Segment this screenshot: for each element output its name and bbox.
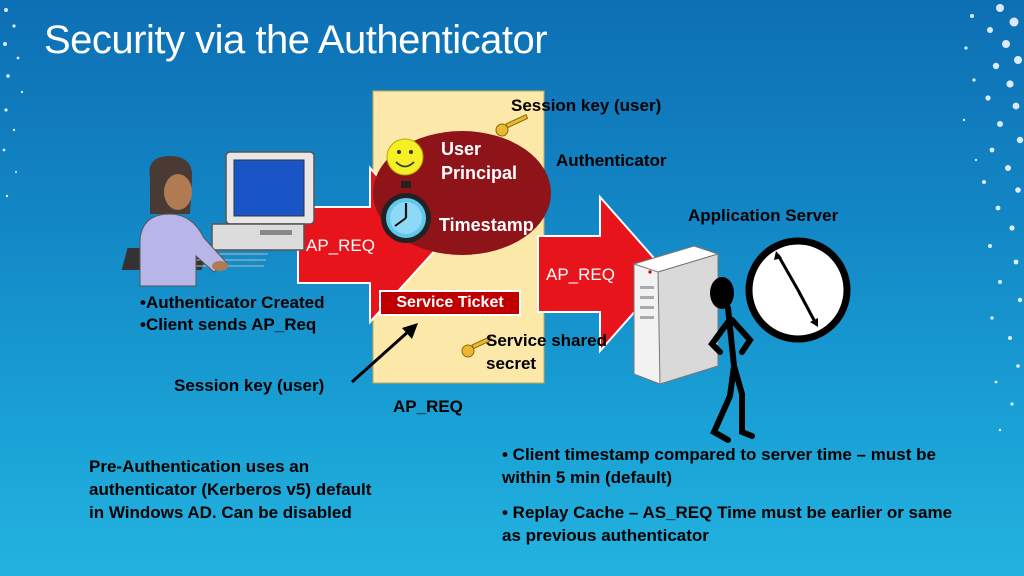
slide-title: Security via the Authenticator — [44, 18, 548, 62]
ap-req-bottom-label: AP_REQ — [393, 397, 463, 416]
session-key-pointer-arrow — [350, 323, 418, 384]
ap-req-left-label: AP_REQ — [306, 236, 375, 255]
timestamp-label: Timestamp — [439, 215, 534, 235]
key-icon-top — [495, 114, 529, 137]
wall-clock-icon — [745, 237, 851, 343]
stopwatch-icon — [381, 181, 431, 243]
service-secret-line2: secret — [486, 354, 537, 373]
user-principal-line1: User — [441, 139, 482, 159]
server-icon — [632, 245, 720, 385]
service-secret-line1: Service shared — [486, 331, 607, 350]
authenticator-label: Authenticator — [556, 151, 667, 170]
ap-req-right-label: AP_REQ — [546, 265, 615, 284]
preauth-note: Pre-Authentication uses an authenticator… — [89, 457, 372, 522]
client-bullet-2: •Client sends AP_Req — [140, 315, 317, 334]
user-person-icon — [139, 156, 228, 287]
user-principal-line2: Principal — [441, 163, 518, 183]
smiley-icon — [386, 138, 424, 176]
application-server-label: Application Server — [688, 206, 839, 225]
timestamp-note: • Client timestamp compared to server ti… — [502, 445, 936, 487]
session-key-pointer-label: Session key (user) — [174, 376, 325, 395]
client-bullet-1: •Authenticator Created — [140, 293, 325, 312]
key-icon-secret — [461, 335, 493, 358]
replay-cache-note: • Replay Cache – AS_REQ Time must be ear… — [502, 503, 953, 545]
session-key-top-label: Session key (user) — [511, 96, 662, 115]
service-ticket-box: Service Ticket — [379, 290, 521, 316]
stick-figure-icon — [708, 277, 755, 443]
